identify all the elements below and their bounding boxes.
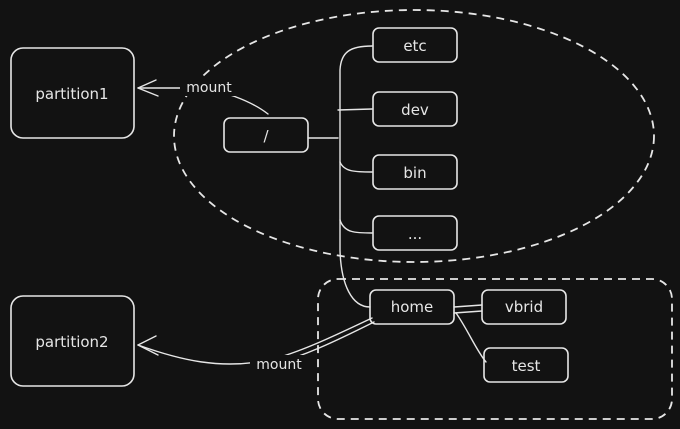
partition1-box (10, 47, 135, 139)
edge-root-dev (337, 108, 373, 111)
mount1-label-bg (180, 78, 238, 96)
bin-node-box (372, 154, 458, 190)
mount2-arrowhead (137, 335, 159, 356)
mount1-label: mount (186, 80, 232, 96)
etc-node-label: etc (403, 37, 426, 55)
vbrid-node-label: vbrid (505, 298, 543, 316)
test-node-label: test (512, 357, 541, 375)
root-node-box (223, 117, 309, 153)
home-node-label: home (391, 298, 434, 316)
partition2-box (10, 295, 135, 387)
edge-home-test (455, 312, 487, 363)
edge-home-vbrid-2 (453, 304, 483, 308)
dev-node-label: dev (401, 101, 429, 119)
tree-trunk (339, 45, 373, 308)
mount2-label: mount (256, 357, 302, 373)
mount2-label-bg (250, 355, 308, 373)
vbrid-node-box (481, 289, 567, 325)
bin-node-label: bin (403, 164, 426, 182)
dev-node-box (372, 91, 458, 127)
test-node-box (483, 347, 569, 383)
partition2-label: partition2 (35, 333, 108, 351)
mount1-arrowhead (137, 79, 159, 97)
edge-root-more (339, 219, 373, 234)
edge-root-bin (339, 161, 373, 173)
etc-node-box (372, 27, 458, 63)
more-node-label: ... (408, 225, 422, 243)
root-filesystem-region (173, 9, 655, 263)
home-filesystem-region (317, 278, 673, 420)
partition1-label: partition1 (35, 85, 108, 103)
root-node-label: / (263, 127, 269, 145)
edge-home-vbrid (453, 310, 483, 314)
more-node-box (372, 215, 458, 251)
